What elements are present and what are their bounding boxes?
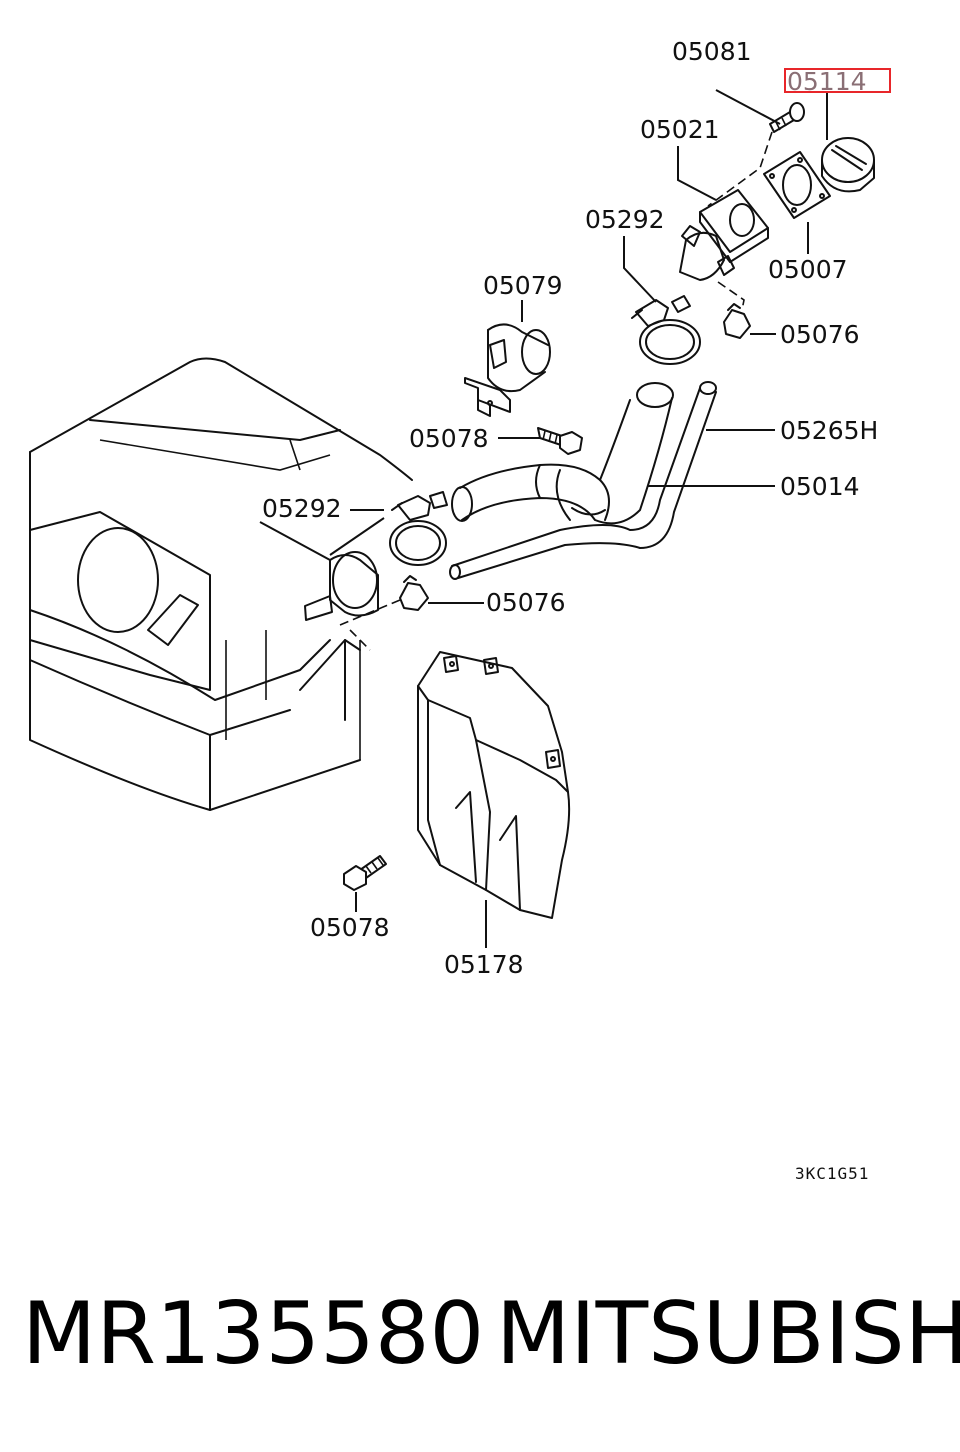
protector-05178 [417,651,571,919]
label-05076-mid: 05076 [486,588,566,617]
bolt-05078-low [343,855,387,891]
label-05007: 05007 [768,255,848,284]
label-05081: 05081 [672,37,752,66]
filler-neck-05021 [679,189,769,281]
filler-hose [451,382,674,525]
part-labels: 05081 05114 05021 05292 05007 05079 0507… [262,37,891,1183]
label-05178: 05178 [444,950,524,979]
caption: MR135580 MITSUBISHI [0,1284,960,1404]
mid-clamp [339,491,448,651]
leader-lines [259,89,828,948]
screw-05081 [707,102,805,207]
label-highlight-box [784,68,891,93]
label-05265h: 05265H [780,416,878,445]
label-05078-mid: 05078 [409,424,489,453]
label-05079: 05079 [483,271,563,300]
clamp-05292-top [631,295,701,365]
breather-hose [449,381,717,580]
drawing-code: 3KC1G51 [795,1164,869,1183]
fuel-cap-05114 [821,137,875,193]
fuel-tank [29,357,413,811]
bolt-05078-mid [537,427,583,455]
label-05021: 05021 [640,115,720,144]
brand-name: MITSUBISHI [496,1284,960,1384]
part-number: MR135580 [22,1284,485,1384]
label-05078-low: 05078 [310,913,390,942]
label-05014: 05014 [780,472,860,501]
gasket-05007 [763,151,831,219]
label-05292-mid: 05292 [262,494,342,523]
label-05292-top: 05292 [585,205,665,234]
bracket-05079 [464,323,551,417]
label-05076-top: 05076 [780,320,860,349]
clip-05076-top [717,281,751,339]
